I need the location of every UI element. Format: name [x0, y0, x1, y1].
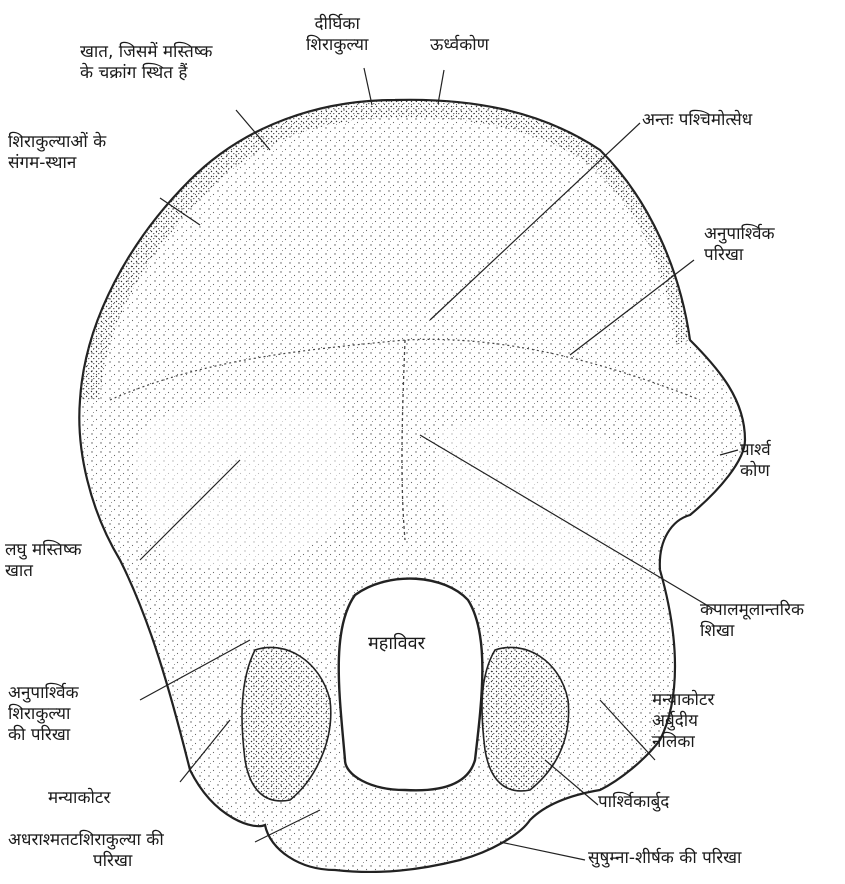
label-line: महाविवर	[368, 633, 425, 654]
label-khaat: खात, जिसमें मस्तिष्क के चक्रांग स्थित है…	[80, 42, 212, 84]
label-manyakotar-left: मन्याकोटर	[48, 788, 110, 809]
label-line: शिराकुल्या	[8, 704, 79, 725]
label-line: ऊर्ध्वकोण	[430, 35, 489, 56]
label-line: अधराश्मतटशिराकुल्या की	[8, 830, 164, 851]
label-parshva-kon: पार्श्व कोण	[740, 440, 771, 482]
label-antah-pashchimotsedh: अन्तः पश्चिमोत्सेध	[642, 110, 752, 131]
label-line: खात, जिसमें मस्तिष्क	[80, 42, 212, 63]
label-urdhvakon: ऊर्ध्वकोण	[430, 35, 489, 56]
label-dirghika-shirakulya: दीर्घिका शिराकुल्या	[306, 14, 368, 56]
label-anuparshvik-parikha: अनुपार्श्विक परिखा	[704, 224, 775, 266]
label-manyakotar-arbudiya-nalika: मन्याकोटर अर्बुदीय नलिका	[652, 690, 714, 753]
label-anuparshvik-shirakulya-parikha: अनुपार्श्विक शिराकुल्या की परिखा	[8, 683, 79, 746]
leader-sushumna	[500, 842, 585, 860]
label-line: मन्याकोटर	[652, 690, 714, 711]
label-line: खात	[5, 561, 82, 582]
label-line: कोण	[740, 461, 771, 482]
label-line: के चक्रांग स्थित हैं	[80, 63, 212, 84]
label-line: की परिखा	[8, 725, 79, 746]
label-line: कपालमूलान्तरिक	[700, 600, 804, 621]
label-line: परिखा	[704, 245, 775, 266]
label-laghu-mastishk-khaat: लघु मस्तिष्क खात	[5, 540, 82, 582]
label-line: अर्बुदीय	[652, 711, 714, 732]
label-adharashmatat-parikha: अधराश्मतटशिराकुल्या की परिखा	[8, 830, 164, 872]
label-line: शिराकुल्या	[306, 35, 368, 56]
label-line: मन्याकोटर	[48, 788, 110, 809]
label-line: परिखा	[8, 851, 164, 872]
label-line: अन्तः पश्चिमोत्सेध	[642, 110, 752, 131]
leader-urdhvakon	[438, 70, 444, 104]
label-line: शिराकुल्याओं के	[8, 132, 106, 153]
label-line: दीर्घिका	[306, 14, 368, 35]
label-line: अनुपार्श्विक	[8, 683, 79, 704]
label-line: लघु मस्तिष्क	[5, 540, 82, 561]
label-mahavivar: महाविवर	[368, 633, 425, 654]
label-line: संगम-स्थान	[8, 153, 106, 174]
foramen-magnum	[339, 579, 483, 791]
label-kapalmulantarik-shikha: कपालमूलान्तरिक शिखा	[700, 600, 804, 642]
label-sangam-sthan: शिराकुल्याओं के संगम-स्थान	[8, 132, 106, 174]
label-line: पार्श्व	[740, 440, 771, 461]
label-line: अनुपार्श्विक	[704, 224, 775, 245]
label-sushumna-shirshak-parikha: सुषुम्ना-शीर्षक की परिखा	[588, 848, 741, 869]
leader-dirghika	[364, 68, 372, 105]
label-line: नलिका	[652, 732, 714, 753]
label-line: पार्श्विकार्बुद	[598, 792, 669, 813]
label-line: शिखा	[700, 621, 804, 642]
label-line: सुषुम्ना-शीर्षक की परिखा	[588, 848, 741, 869]
label-parshvikarbud: पार्श्विकार्बुद	[598, 792, 669, 813]
